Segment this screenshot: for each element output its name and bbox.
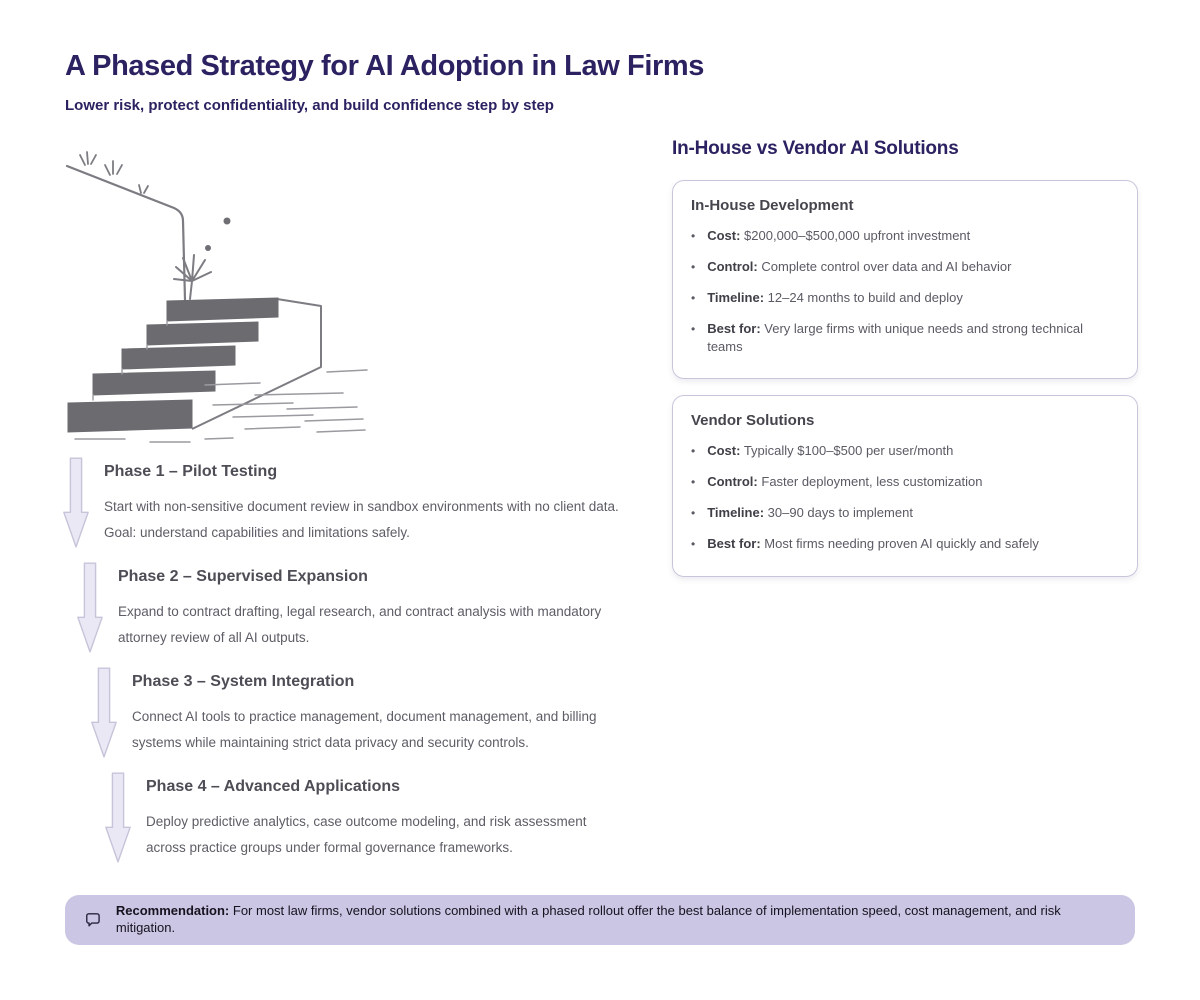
bullet-item: • Timeline: 30–90 days to implement [691,504,1119,522]
bullet-marker: • [691,444,696,459]
bullet-text: 12–24 months to build and deploy [767,290,963,305]
comparison-heading: In-House vs Vendor AI Solutions [672,138,959,159]
phase-title: Phase 3 – System Integration [132,673,355,690]
header: A Phased Strategy for AI Adoption in Law… [65,50,704,114]
phase-title: Phase 2 – Supervised Expansion [118,568,368,585]
comparison-section: In-House vs Vendor AI Solutions In-House… [672,138,1138,593]
bullet-list: • Cost: Typically $100–$500 per user/mon… [691,442,1119,553]
recommendation-banner: Recommendation: For most law firms, vend… [65,895,1135,945]
card-vendor-solutions: Vendor Solutions • Cost: Typically $100–… [672,395,1138,578]
card-inhouse-development: In-House Development • Cost: $200,000–$5… [672,180,1138,380]
bullet-item: • Control: Faster deployment, less custo… [691,473,1119,491]
bullet-text: Complete control over data and AI behavi… [761,259,1012,274]
down-arrow-icon [77,562,103,653]
bullet-marker: • [691,322,696,336]
staircase-illustration [65,151,368,443]
bullet-text: Most firms needing proven AI quickly and… [764,536,1039,552]
bullet-marker: • [691,537,696,552]
page-title: A Phased Strategy for AI Adoption in Law… [65,50,704,82]
phase-title: Phase 4 – Advanced Applications [146,778,401,795]
bullet-marker: • [691,229,696,243]
bullet-label: Timeline: [707,505,765,521]
bullet-text: Faster deployment, less customization [761,474,983,490]
page-subtitle: Lower risk, protect confidentiality, and… [65,97,554,114]
down-arrow-icon [91,667,117,758]
bullet-label: Best for: [707,321,761,336]
recommendation-label: Recommendation: [115,903,230,919]
down-arrow-icon [63,457,89,548]
phase-description: Connect AI tools to practice management,… [132,709,597,750]
bullet-marker: • [691,506,696,521]
bullet-label: Control: [707,259,758,274]
dot-accent [223,217,231,225]
bullet-item: • Cost: $200,000–$500,000 upfront invest… [691,227,1119,245]
bullet-marker: • [691,291,696,305]
bullet-marker: • [691,475,696,490]
bullet-label: Control: [707,474,758,490]
bullet-label: Best for: [707,536,761,552]
bullet-text: Very large firms with unique needs and s… [707,321,1083,354]
bullet-list: • Cost: $200,000–$500,000 upfront invest… [691,227,1119,355]
phase-description: Deploy predictive analytics, case outcom… [146,814,587,855]
bullet-item: • Control: Complete control over data an… [691,258,1119,276]
bullet-item: • Cost: Typically $100–$500 per user/mon… [691,442,1119,460]
down-arrow-icon [105,772,131,863]
bullet-text: Typically $100–$500 per user/month [743,443,954,459]
bullet-item: • Best for: Most firms needing proven AI… [691,535,1119,553]
card-title: Vendor Solutions [691,412,815,430]
phase-description: Start with non-sensitive document review… [104,499,619,540]
bullet-item: • Best for: Very large firms with unique… [691,320,1119,355]
bullet-marker: • [691,260,696,274]
phase-description: Expand to contract drafting, legal resea… [118,604,602,645]
bullet-item: • Timeline: 12–24 months to build and de… [691,289,1119,307]
dot-accent [205,245,211,251]
bullet-text: 30–90 days to implement [767,505,913,521]
comment-icon [86,913,100,927]
bullet-text: $200,000–$500,000 upfront investment [744,228,971,243]
recommendation-text: For most law firms, vendor solutions com… [115,903,1061,935]
phase-title: Phase 1 – Pilot Testing [104,463,278,480]
bullet-label: Cost: [707,228,741,243]
bullet-label: Cost: [707,443,741,459]
bullet-label: Timeline: [707,290,765,305]
card-title: In-House Development [691,197,854,214]
